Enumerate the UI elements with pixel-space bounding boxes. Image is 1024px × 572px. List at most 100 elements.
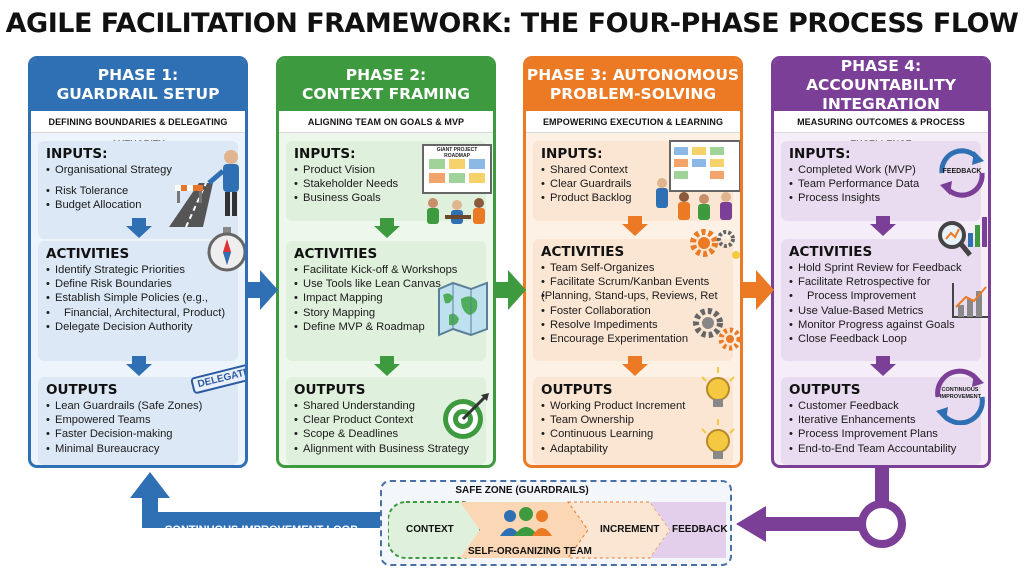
phase-4-return-arrow: [736, 466, 906, 548]
list-item: Process Improvement Plans: [789, 427, 981, 441]
list-item: Adaptability: [541, 442, 733, 456]
compass-icon: [207, 227, 245, 272]
phase-3-header: PHASE 3: AUTONOMOUS PROBLEM-SOLVING: [526, 59, 740, 111]
phase-1-title-line2: GUARDRAIL SETUP: [56, 85, 220, 103]
list-item: Facilitate Retrospective for: [789, 275, 981, 289]
feedback-cycle-label: FEEDBACK: [942, 168, 982, 175]
phase-1-outputs-heading: OUTPUTS: [46, 382, 118, 398]
safe-zone-title: SAFE ZONE (GUARDRAILS): [455, 485, 589, 496]
phase-2-inputs-heading: INPUTS:: [294, 146, 356, 162]
phase-1-inputs-heading: INPUTS:: [46, 146, 108, 162]
phase-2-header: PHASE 2: CONTEXT FRAMING: [279, 59, 493, 111]
page-title: AGILE FACILITATION FRAMEWORK: THE FOUR-P…: [5, 8, 1019, 39]
continuous-improvement-loop-arrow: [130, 472, 380, 528]
phase-3-down-arrow-1: [622, 216, 648, 236]
list-item: (Planning, Stand-ups, Reviews, Ret: [541, 289, 733, 303]
list-item: Clear Product Context: [294, 413, 486, 427]
phase-3-activities: ACTIVITIES Team Self-Organizes Facilitat…: [533, 239, 733, 361]
road-barrier-icon: [169, 150, 239, 227]
list-item: Facilitate Scrum/Kanban Events: [541, 275, 733, 289]
list-item: Identify Strategic Priorities: [46, 263, 238, 277]
phase-1-subtitle: DEFINING BOUNDARIES & DELEGATING AUTHORI…: [31, 111, 245, 149]
phase-1-activities: ACTIVITIES Identify Strategic Priorities…: [38, 241, 238, 361]
list-item: Product Backlog: [541, 191, 733, 205]
phase-1-down-arrow-1: [126, 218, 152, 238]
list-item: Team Self-Organizes: [541, 261, 733, 275]
feedback-label: FEEDBACK: [672, 524, 728, 535]
continuous-improvement-icon: CONTINUOUS IMPROVEMENT: [930, 367, 988, 425]
phase-1-down-arrow-2: [126, 356, 152, 376]
safe-zone-box: SAFE ZONE (GUARDRAILS) CONTEXT SELF-ORGA…: [380, 480, 732, 566]
phase-4-outputs-heading: OUTPUTS: [789, 382, 861, 398]
lightbulb-icon: [701, 367, 735, 459]
list-item: Team Ownership: [541, 413, 733, 427]
target-icon: [443, 393, 489, 439]
context-label: CONTEXT: [406, 524, 454, 535]
roadmap-board-icon: GIANT PROJECT ROADMAP: [419, 143, 493, 227]
phase-4-header: PHASE 4: ACCOUNTABILITY INTEGRATION: [774, 56, 988, 113]
list-item: Define MVP & Roadmap: [294, 320, 486, 334]
self-organizing-team-label: SELF-ORGANIZING TEAM: [468, 546, 592, 557]
list-item: Lean Guardrails (Safe Zones): [46, 399, 238, 413]
list-item: Alignment with Business Strategy: [294, 442, 486, 456]
list-item: End-to-End Team Accountability: [789, 442, 981, 456]
phase-3-title: PHASE 3: AUTONOMOUS: [526, 66, 740, 84]
list-item: Hold Sprint Review for Feedback: [789, 261, 981, 275]
phase-1-panel: PHASE 1: GUARDRAIL SETUP DEFINING BOUNDA…: [28, 56, 248, 468]
list-item: Empowered Teams: [46, 413, 238, 427]
phase-4-title: PHASE 4: ACCOUNTABILITY: [806, 56, 956, 94]
increment-label: INCREMENT: [600, 524, 660, 535]
list-item: Shared Understanding: [294, 399, 486, 413]
phase-2-down-arrow-2: [374, 356, 400, 376]
bar-chart-icon: [952, 283, 988, 318]
list-item: Process Insights: [789, 191, 981, 205]
list-item: Minimal Bureaucracy: [46, 442, 238, 456]
list-item: Scope & Deadlines: [294, 427, 486, 441]
list-item: Encourage Experimentation: [541, 332, 733, 346]
feedback-cycle-icon: FEEDBACK: [934, 145, 988, 201]
list-item: Monitor Progress against Goals: [789, 318, 981, 332]
phase-4-activities-heading: ACTIVITIES: [789, 244, 873, 260]
phase-3-inputs-heading: INPUTS:: [541, 146, 603, 162]
list-item: Product Vision: [294, 163, 486, 177]
phase-4-panel: PHASE 4: ACCOUNTABILITY INTEGRATION MEAS…: [771, 56, 991, 468]
list-item: Story Mapping: [294, 306, 486, 320]
gears-icon: [690, 229, 740, 351]
phase-3-outputs: OUTPUTS Working Product Increment Team O…: [533, 377, 733, 465]
phase-1-title: PHASE 1:: [97, 66, 179, 84]
phase-3-subtitle: EMPOWERING EXECUTION & LEARNING: [526, 111, 740, 133]
list-item: Iterative Enhancements: [789, 413, 981, 427]
list-item: Organisational Strategy: [46, 163, 238, 177]
phase-3-to-4-arrow: [742, 270, 774, 310]
team-icon: [500, 507, 552, 536]
phase-3-panel: PHASE 3: AUTONOMOUS PROBLEM-SOLVING EMPO…: [523, 56, 743, 468]
phase-4-activities: ACTIVITIES Hold Sprint Review for Feedba…: [781, 239, 981, 361]
list-item: Business Goals: [294, 191, 486, 205]
phase-3-outputs-heading: OUTPUTS: [541, 382, 613, 398]
phase-2-title: PHASE 2:: [345, 66, 427, 84]
list-item: Financial, Architectural, Product): [46, 306, 238, 320]
phase-2-activities-heading: ACTIVITIES: [294, 246, 378, 262]
list-item: Team Performance Data: [789, 177, 981, 191]
list-item: Foster Collaboration: [541, 304, 733, 318]
list-item: Use Value-Based Metrics: [789, 304, 981, 318]
list-item: Working Product Increment: [541, 399, 733, 413]
map-icon: [438, 281, 488, 337]
magnifier-chart-icon: [938, 217, 987, 257]
list-item: Clear Guardrails: [541, 177, 733, 191]
phase-4-outputs: OUTPUTS Customer Feedback Iterative Enha…: [781, 377, 981, 465]
phase-1-activities-heading: ACTIVITIES: [46, 246, 130, 262]
list-item: Establish Simple Policies (e.g.,: [46, 291, 238, 305]
phase-3-activities-heading: ACTIVITIES: [541, 244, 625, 260]
kanban-board-icon: [656, 140, 740, 220]
list-item: Completed Work (MVP): [789, 163, 981, 177]
phase-4-title-line2: INTEGRATION: [822, 94, 940, 113]
phase-2-to-3-arrow: [494, 270, 526, 310]
phase-3-title-line2: PROBLEM-SOLVING: [549, 85, 717, 103]
list-item: Impact Mapping: [294, 291, 486, 305]
list-item: Budget Allocation: [46, 198, 238, 212]
phase-2-panel: PHASE 2: CONTEXT FRAMING ALIGNING TEAM O…: [276, 56, 496, 468]
list-item: Process Improvement: [789, 289, 981, 303]
phase-4-down-arrow-1: [870, 216, 896, 236]
phase-2-subtitle: ALIGNING TEAM ON GOALS & MVP: [279, 111, 493, 133]
